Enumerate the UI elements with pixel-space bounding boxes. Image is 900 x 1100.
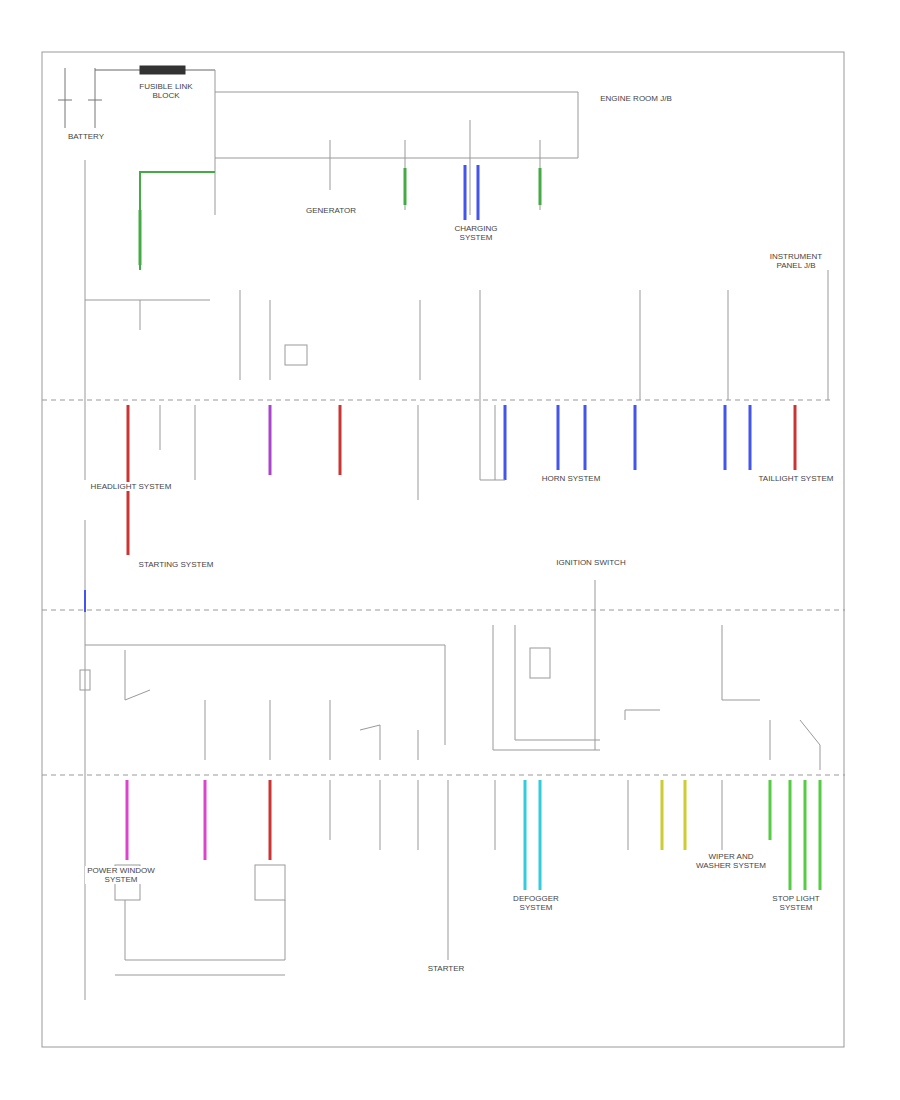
wire-label: HORN SYSTEM bbox=[535, 474, 607, 483]
wire-label: POWER WINDOW SYSTEM bbox=[85, 866, 157, 884]
wire-label: HEADLIGHT SYSTEM bbox=[85, 482, 177, 491]
wire-label: GENERATOR bbox=[290, 206, 372, 215]
wire-label: DEFOGGER SYSTEM bbox=[495, 894, 577, 912]
wire-label: BATTERY bbox=[45, 132, 127, 141]
wire-label: STARTING SYSTEM bbox=[135, 560, 217, 569]
wire-label: FUSIBLE LINK BLOCK bbox=[130, 82, 202, 100]
frame bbox=[42, 52, 844, 1047]
wire-label: TAILLIGHT SYSTEM bbox=[755, 474, 837, 483]
wire-label: WIPER AND WASHER SYSTEM bbox=[690, 852, 772, 870]
wire-label: STARTER bbox=[395, 964, 497, 973]
wire-label: IGNITION SWITCH bbox=[550, 558, 632, 567]
wire-label: CHARGING SYSTEM bbox=[440, 224, 512, 242]
wire-label: ENGINE ROOM J/B bbox=[590, 94, 682, 103]
wire-label: STOP LIGHT SYSTEM bbox=[755, 894, 837, 912]
wire-label: INSTRUMENT PANEL J/B bbox=[755, 252, 837, 270]
